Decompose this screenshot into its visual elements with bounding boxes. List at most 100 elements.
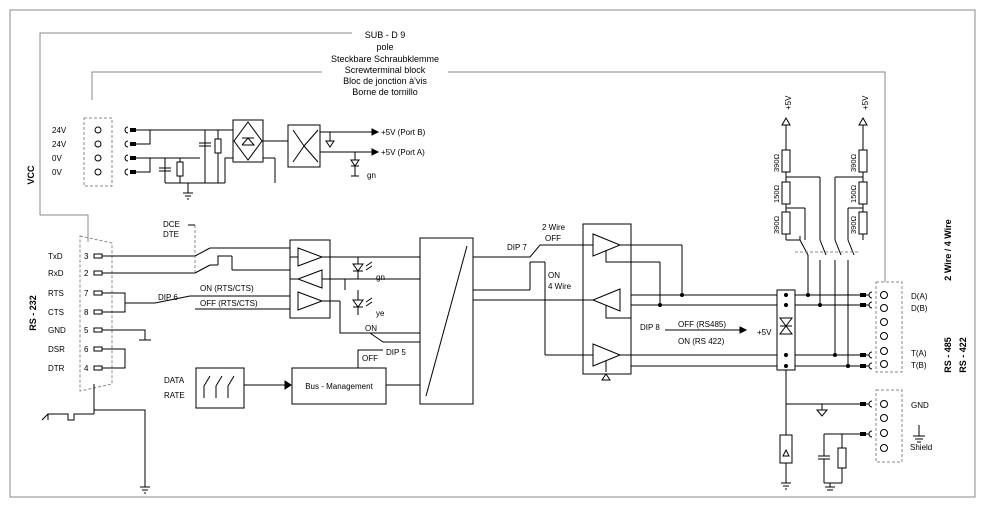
dip7-off-label: OFF <box>545 234 561 243</box>
rs232-pin-name: CTS <box>48 308 64 317</box>
terminal-screw <box>94 154 102 162</box>
data-rate-line2: RATE <box>164 391 185 400</box>
tvs-protection-block <box>776 289 796 371</box>
rs485-transceiver-block <box>582 223 632 375</box>
shield-wiring <box>779 370 860 491</box>
vcc-terminal-block <box>83 117 113 187</box>
dip8-label: DIP 8 <box>640 323 660 332</box>
data-rate-contacts <box>203 375 292 398</box>
rs232-pin-number: 2 <box>84 269 89 278</box>
frame <box>9 9 976 498</box>
vcc-pin-label: 24V <box>52 140 67 149</box>
rs485-wiring <box>473 244 583 356</box>
led-gn-label: gn <box>376 273 385 282</box>
gnd-label: GND <box>911 401 929 410</box>
vcc-pin-label: 0V <box>52 154 62 163</box>
bus-terminals <box>860 291 888 452</box>
pole-label: pole <box>376 42 393 52</box>
rs232-pin-number: 4 <box>84 364 89 373</box>
plus5v-left-label: +5V <box>784 95 793 110</box>
dip6-off-label: OFF (RTS/CTS) <box>200 299 258 308</box>
terminal-screw <box>94 140 102 148</box>
status-leds <box>352 257 373 315</box>
sub-d-label: SUB - D 9 <box>365 30 406 40</box>
bus-pin-label: D(B) <box>911 304 928 313</box>
resistor-value: 390Ω <box>772 215 781 234</box>
terminal-label-de: Steckbare Schraubklemme <box>331 54 439 64</box>
dip7-on-label: ON <box>548 271 560 280</box>
bus-pin-label: T(B) <box>911 361 927 370</box>
terminal-label-es: Borne de tornillo <box>352 87 418 97</box>
vcc-pin-label: 0V <box>52 168 62 177</box>
rs232-pin-number: 6 <box>84 345 89 354</box>
dip8-wiring <box>665 326 748 334</box>
vcc-pins: 24V 24V 0V 0V <box>52 126 136 177</box>
rs232-pin-name: RTS <box>48 289 64 298</box>
dip5-off-label: OFF <box>362 354 378 363</box>
vcc-pin-label: 24V <box>52 126 67 135</box>
bus-management-block <box>291 367 387 405</box>
dce-label: DCE <box>163 220 180 229</box>
rs232-pin-number: 3 <box>84 252 89 261</box>
gnd-terminal-block <box>875 389 903 463</box>
dip8-on-label: ON (RS 422) <box>678 337 725 346</box>
dip7-label: DIP 7 <box>507 243 527 252</box>
dte-label: DTE <box>163 230 179 239</box>
terminal-screw <box>94 126 102 134</box>
rs232-pin-name: TxD <box>48 252 63 261</box>
bus-management-label: Bus - Management <box>305 382 373 391</box>
plus5v-right-label: +5V <box>861 95 870 110</box>
led-ye-label: ye <box>376 309 385 318</box>
bus-pin-label: T(A) <box>911 349 927 358</box>
power-led-label: gn <box>367 171 376 180</box>
dip8-off-label: OFF (RS485) <box>678 320 726 329</box>
terminal-screw <box>94 168 102 176</box>
dip6-wiring <box>154 247 290 310</box>
terminal-leader-left <box>91 71 322 100</box>
rs485-transceivers <box>583 233 860 381</box>
rs232-pin-number: 5 <box>84 326 89 335</box>
rs422-title: RS - 422 <box>958 337 968 373</box>
dip5-label: DIP 5 <box>386 348 406 357</box>
rs232-pin-name: RxD <box>48 269 64 278</box>
dip7-top-label: 2 Wire <box>542 223 566 232</box>
rs232-pin-name: GND <box>48 326 66 335</box>
rs232-drivers <box>290 247 420 334</box>
shield-label: Shield <box>910 443 932 452</box>
dip6-on-label: ON (RTS/CTS) <box>200 284 254 293</box>
rs232-pin-name: DSR <box>48 345 65 354</box>
resistor-value: 390Ω <box>772 153 781 172</box>
termination-network <box>781 116 868 366</box>
sub-d-leader <box>39 32 352 215</box>
rs232-pins: TxD 3 RxD 2 RTS 7 CTS 8 GND 5 DSR 6 DTR … <box>48 252 103 373</box>
data-rate-switch <box>195 367 245 409</box>
resistor-value: 150Ω <box>772 184 781 203</box>
rs232-pin-number: 8 <box>84 308 89 317</box>
sub-d-leader-2 <box>40 214 89 242</box>
terminal-leader-right <box>448 71 886 282</box>
resistor-value: 390Ω <box>849 153 858 172</box>
rs232-pin-number: 7 <box>84 289 89 298</box>
rs232-wiring <box>41 225 232 494</box>
dip5-on-label: ON <box>365 324 377 333</box>
vcc-title: VCC <box>26 165 36 185</box>
terminal-label-en: Screwterminal block <box>345 65 426 75</box>
dip5-wiring <box>357 332 420 365</box>
port-b-label: +5V (Port B) <box>381 128 426 137</box>
data-rate-line1: DATA <box>164 376 185 385</box>
rs485-title: RS - 485 <box>943 337 953 373</box>
rs232-pin-name: DTR <box>48 364 65 373</box>
resistor-value: 150Ω <box>849 184 858 203</box>
sub-d-connector <box>79 235 113 392</box>
bus-pin-label: D(A) <box>911 292 928 301</box>
power-wiring <box>136 119 380 200</box>
rs232-title: RS - 232 <box>28 295 38 331</box>
tvs-diodes <box>779 317 793 335</box>
dip8-vcc-label: +5V <box>757 328 772 337</box>
bus-terminal-block <box>875 281 903 373</box>
resistor-value: 390Ω <box>849 215 858 234</box>
port-a-label: +5V (Port A) <box>381 148 425 157</box>
terminal-label-fr: Bloc de jonction à'vis <box>343 76 427 86</box>
